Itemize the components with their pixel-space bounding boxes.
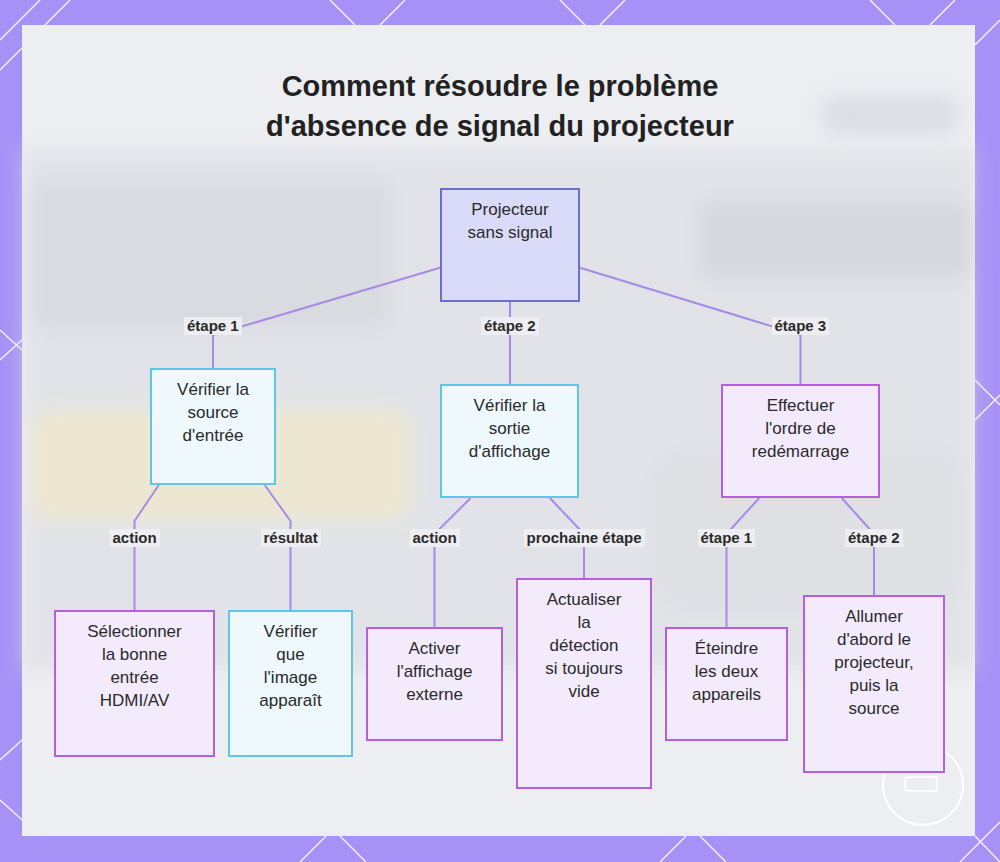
connector-line	[580, 268, 801, 384]
process-box: Allumer d'abord le projecteur, puis la s…	[803, 595, 945, 773]
connector-line	[265, 485, 291, 610]
process-box: Sélectionner la bonne entrée HDMI/AV	[54, 610, 215, 757]
process-box: Actualiser la détection si toujours vide	[516, 578, 652, 789]
blurred-photo	[22, 95, 975, 670]
edge-label: action	[410, 529, 460, 547]
edge-label: étape 2	[481, 317, 539, 335]
process-box: Projecteur sans signal	[440, 188, 580, 302]
process-box: Éteindre les deux appareils	[665, 627, 788, 741]
connector-line	[435, 498, 471, 627]
box-text: Activer l'affichage externe	[381, 637, 488, 706]
process-box: Vérifier que l'image apparaît	[228, 610, 353, 757]
connector-line	[509, 302, 511, 384]
connector-line	[213, 268, 440, 368]
connector-line	[135, 485, 159, 610]
box-text: Sélectionner la bonne entrée HDMI/AV	[84, 620, 185, 712]
box-text: Vérifier que l'image apparaît	[253, 620, 328, 712]
box-text: Allumer d'abord le projecteur, puis la s…	[827, 605, 921, 720]
process-box: Effectuer l'ordre de redémarrage	[721, 384, 880, 498]
edge-label: étape 1	[184, 317, 242, 335]
box-text: Projecteur sans signal	[462, 198, 558, 244]
panel	[22, 25, 975, 836]
process-box: Vérifier la sortie d'affichage	[440, 384, 579, 498]
diagram-title: Comment résoudre le problème d'absence d…	[215, 66, 785, 146]
box-text: Vérifier la sortie d'affichage	[461, 394, 558, 463]
edge-label: prochaine étape	[524, 529, 645, 547]
box-text: Vérifier la source d'entrée	[167, 378, 259, 447]
box-text: Éteindre les deux appareils	[685, 637, 768, 706]
box-text: Effectuer l'ordre de redémarrage	[747, 394, 854, 463]
edge-label: étape 2	[845, 529, 903, 547]
edge-label: étape 3	[772, 317, 830, 335]
connector-line	[727, 498, 760, 627]
edge-label: action	[110, 529, 160, 547]
edge-label: résultat	[261, 529, 321, 547]
box-text: Actualiser la détection si toujours vide	[545, 588, 623, 703]
process-box: Vérifier la source d'entrée	[150, 368, 276, 485]
edge-label: étape 1	[698, 529, 756, 547]
process-box: Activer l'affichage externe	[366, 627, 503, 741]
